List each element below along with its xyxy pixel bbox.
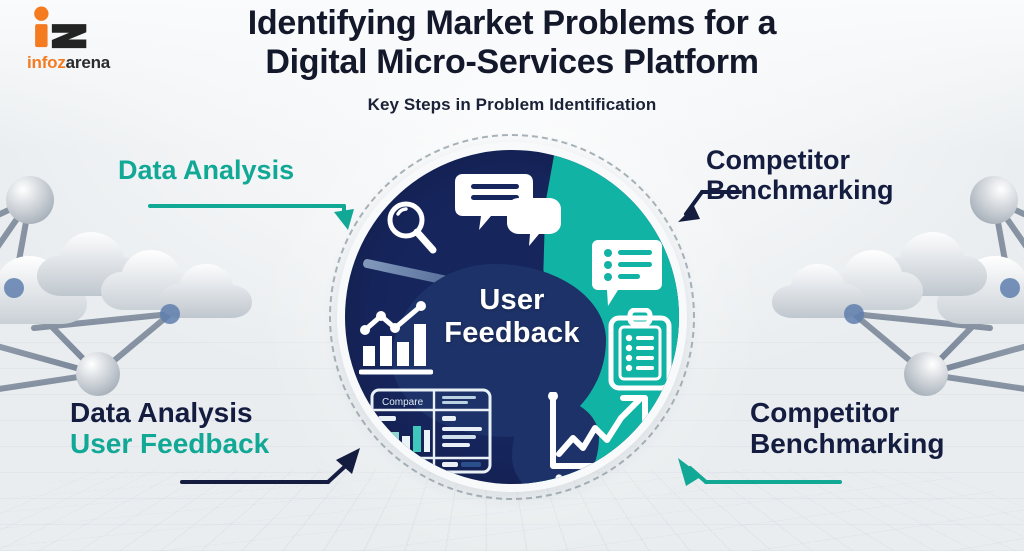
arrow-down-left-navy — [672, 186, 742, 228]
compare-card-heading: Compare — [382, 397, 424, 408]
speech-bubbles-icon — [455, 168, 561, 252]
page-subtitle: Key Steps in Problem Identification — [367, 95, 657, 114]
callout-label: Competitor — [706, 145, 850, 175]
page-title-line1: Identifying Market Problems for a — [247, 4, 777, 42]
callout-competitor-benchmarking-top-right: Competitor Benchmarking — [706, 145, 894, 205]
callout-data-analysis-user-feedback-bottom-left: Data Analysis User Feedback — [70, 397, 270, 460]
line-chart-up-icon — [545, 392, 655, 484]
callout-label: Data Analysis — [70, 397, 253, 428]
brand-logo[interactable]: infozarena — [27, 6, 147, 73]
cloud-network-cluster-icon — [0, 138, 274, 408]
page-title: Identifying Market Problems for a Digita… — [0, 4, 1024, 83]
comparison-dashboard-icon: Compare — [370, 388, 492, 474]
arrow-down-right-teal — [148, 196, 368, 236]
circle-disc: Compare — [345, 150, 679, 484]
page-title-line2: Digital Micro-Services Platform — [265, 43, 759, 82]
arrow-up-right-navy — [180, 442, 370, 488]
clipboard-checklist-icon — [607, 308, 673, 392]
callout-label: Competitor — [750, 397, 900, 428]
cloud-network-cluster-icon — [750, 138, 1024, 408]
callout-data-analysis-top-left: Data Analysis — [118, 155, 295, 186]
center-label-line1: User — [479, 283, 545, 316]
callout-label: Benchmarking — [750, 427, 945, 459]
circle-dashed-outline — [329, 134, 695, 500]
bar-chart-growth-icon — [359, 300, 433, 376]
iz-monogram-icon — [34, 6, 87, 49]
callout-label: Data Analysis — [118, 155, 295, 185]
brand-name-part1: infoz — [27, 53, 66, 72]
callout-label: Benchmarking — [706, 174, 894, 205]
magnifying-glass-icon — [383, 198, 439, 256]
chat-list-bubble-icon — [592, 238, 664, 308]
brand-name-part2: arena — [65, 53, 111, 72]
brand-wordmark: infozarena — [27, 53, 147, 73]
callout-competitor-benchmarking-bottom-right: Competitor Benchmarking — [750, 397, 945, 460]
arrow-left-teal — [662, 452, 842, 492]
center-concept-label: User Feedback — [444, 284, 579, 350]
central-concept-circle: Compare — [329, 134, 695, 500]
center-label-line2: Feedback — [444, 317, 580, 349]
callout-label: User Feedback — [70, 427, 270, 459]
